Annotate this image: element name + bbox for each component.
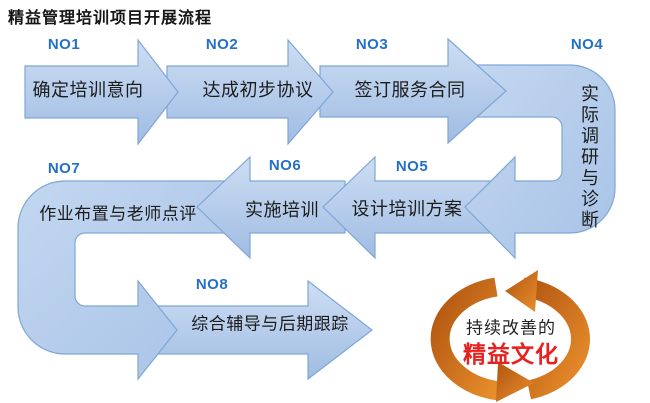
step-number-no3: NO3 — [355, 36, 389, 53]
arrow-no3-shape — [319, 37, 507, 145]
step-number-no7: NO7 — [47, 160, 81, 177]
step-label-no5: 设计培训方案 — [351, 199, 463, 219]
step-number-no4: NO4 — [570, 36, 604, 53]
cycle-right-arc — [521, 277, 590, 400]
arrow-no6-shape — [196, 155, 346, 260]
uband-no4-shape — [464, 64, 616, 260]
step-number-no1: NO1 — [47, 36, 81, 53]
cycle-bottom-arrowhead — [496, 362, 534, 402]
step-label-no3: 签订服务合同 — [354, 80, 466, 100]
improvement-cycle-shape — [430, 270, 590, 402]
step-label-no6: 实施培训 — [245, 200, 319, 220]
step-number-no8: NO8 — [195, 276, 229, 293]
step-number-no5: NO5 — [395, 158, 429, 175]
step-label-no1: 确定培训意向 — [32, 80, 144, 100]
step-label-no7: 作业布置与老师点评 — [39, 204, 197, 224]
step-label-no4: 实际调研与诊断 — [579, 84, 599, 231]
cycle-top-arrowhead — [505, 270, 538, 312]
arrow-no1-shape — [24, 38, 179, 146]
arrow-no2-shape — [166, 38, 334, 146]
step-label-no8: 综合辅导与后期跟踪 — [191, 314, 349, 334]
cycle-left-arc — [430, 277, 501, 401]
step-number-no2: NO2 — [205, 36, 239, 53]
cycle-text-line2: 精益文化 — [463, 341, 559, 367]
step-number-no6: NO6 — [268, 157, 302, 174]
uband-no7-shape — [17, 180, 231, 381]
step-label-no2: 达成初步协议 — [202, 80, 314, 100]
arrow-no8-shape — [144, 279, 373, 381]
cycle-text-line1: 持续改善的 — [466, 318, 556, 338]
arrow-no5-shape — [322, 155, 513, 260]
page-title: 精益管理培训项目开展流程 — [8, 10, 213, 27]
